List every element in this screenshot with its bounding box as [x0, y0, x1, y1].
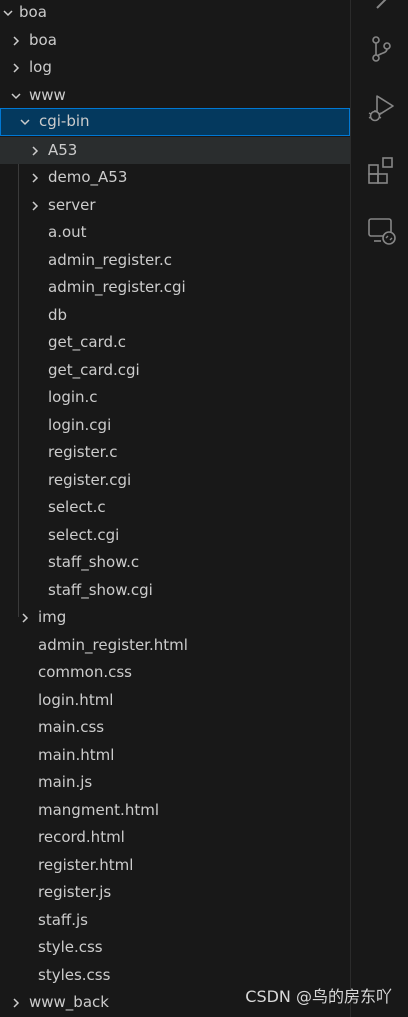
tree-item-label: register.cgi	[48, 471, 132, 489]
tree-item-label: admin_register.cgi	[48, 278, 186, 296]
tree-item-label: img	[38, 608, 67, 626]
tree-file[interactable]: login.c	[0, 384, 350, 411]
chevron-right-icon	[9, 989, 23, 1016]
tree-folder-img[interactable]: img	[0, 604, 350, 631]
remote-explorer-icon[interactable]	[367, 216, 396, 245]
tree-item-label: get_card.cgi	[48, 361, 140, 379]
tree-folder-server[interactable]: server	[0, 192, 350, 219]
tree-item-label: log	[29, 58, 52, 76]
chevron-right-icon	[18, 604, 32, 631]
tree-item-label: staff_show.cgi	[48, 581, 153, 599]
tree-item-label: register.js	[38, 883, 112, 901]
chevron-right-icon	[9, 54, 23, 81]
activity-bar	[350, 0, 408, 1017]
tree-file[interactable]: record.html	[0, 824, 350, 851]
tree-folder-www-back[interactable]: www_back	[0, 989, 350, 1016]
tree-file[interactable]: a.out	[0, 219, 350, 246]
tree-folder-cgi-bin[interactable]: cgi-bin	[0, 108, 350, 136]
tree-item-label: common.css	[38, 663, 132, 681]
tree-item-label: select.cgi	[48, 526, 120, 544]
chevron-right-icon[interactable]	[367, 0, 395, 14]
tree-item-label: staff_show.c	[48, 553, 140, 571]
extensions-icon[interactable]	[367, 156, 395, 184]
tree-file[interactable]: get_card.c	[0, 329, 350, 356]
tree-item-label: styles.css	[38, 966, 111, 984]
tree-item-label: a.out	[48, 223, 87, 241]
tree-file[interactable]: login.html	[0, 687, 350, 714]
tree-item-label: login.cgi	[48, 416, 112, 434]
tree-file[interactable]: styles.css	[0, 962, 350, 989]
tree-file[interactable]: staff.js	[0, 907, 350, 934]
tree-item-label: login.c	[48, 388, 98, 406]
tree-file[interactable]: db	[0, 302, 350, 329]
tree-folder-a53[interactable]: A53	[0, 137, 350, 164]
tree-file[interactable]: common.css	[0, 659, 350, 686]
chevron-down-icon	[18, 108, 32, 135]
tree-item-label: boa	[19, 3, 47, 21]
tree-item-label: main.html	[38, 746, 115, 764]
source-control-icon[interactable]	[367, 35, 395, 63]
tree-file[interactable]: staff_show.cgi	[0, 577, 350, 604]
tree-folder-boa-root[interactable]: boa	[0, 0, 350, 26]
tree-file[interactable]: admin_register.cgi	[0, 274, 350, 301]
tree-item-label: register.html	[38, 856, 134, 874]
tree-folder-log[interactable]: log	[0, 54, 350, 81]
tree-item-label: cgi-bin	[39, 112, 90, 130]
tree-item-label: main.js	[38, 773, 93, 791]
tree-item-label: select.c	[48, 498, 106, 516]
tree-file[interactable]: register.c	[0, 439, 350, 466]
tree-file[interactable]: mangment.html	[0, 797, 350, 824]
tree-file[interactable]: main.css	[0, 714, 350, 741]
tree-file[interactable]: main.html	[0, 742, 350, 769]
chevron-down-icon	[1, 0, 15, 26]
chevron-right-icon	[28, 137, 42, 164]
tree-folder-boa[interactable]: boa	[0, 27, 350, 54]
tree-file[interactable]: style.css	[0, 934, 350, 961]
tree-item-label: admin_register.html	[38, 636, 188, 654]
tree-item-label: A53	[48, 141, 78, 159]
watermark: CSDN @鸟的房东吖	[245, 987, 392, 1006]
file-explorer: boa boa log www cgi-	[0, 0, 350, 1016]
chevron-down-icon	[9, 82, 23, 109]
tree-folder-www[interactable]: www	[0, 82, 350, 109]
tree-file[interactable]: register.html	[0, 852, 350, 879]
tree-file[interactable]: staff_show.c	[0, 549, 350, 576]
tree-item-label: admin_register.c	[48, 251, 172, 269]
tree-item-label: get_card.c	[48, 333, 127, 351]
tree-file[interactable]: main.js	[0, 769, 350, 796]
tree-item-label: mangment.html	[38, 801, 159, 819]
tree-item-label: register.c	[48, 443, 118, 461]
tree-item-label: boa	[29, 31, 57, 49]
tree-file[interactable]: register.js	[0, 879, 350, 906]
tree-folder-demo-a53[interactable]: demo_A53	[0, 164, 350, 191]
tree-file[interactable]: login.cgi	[0, 412, 350, 439]
tree-file[interactable]: register.cgi	[0, 467, 350, 494]
tree-item-label: record.html	[38, 828, 125, 846]
tree-file[interactable]: select.c	[0, 494, 350, 521]
tree-item-label: www	[29, 86, 66, 104]
tree-file[interactable]: admin_register.html	[0, 632, 350, 659]
tree-item-label: main.css	[38, 718, 105, 736]
tree-file[interactable]: admin_register.c	[0, 247, 350, 274]
chevron-right-icon	[28, 192, 42, 219]
tree-item-label: style.css	[38, 938, 103, 956]
tree-item-label: server	[48, 196, 96, 214]
tree-item-label: www_back	[29, 993, 109, 1011]
chevron-right-icon	[28, 164, 42, 191]
tree-item-label: demo_A53	[48, 168, 128, 186]
tree-item-label: staff.js	[38, 911, 88, 929]
run-debug-icon[interactable]	[367, 94, 395, 122]
tree-file[interactable]: select.cgi	[0, 522, 350, 549]
chevron-right-icon	[9, 27, 23, 54]
tree-file[interactable]: get_card.cgi	[0, 357, 350, 384]
indent-guide	[18, 137, 19, 617]
tree-item-label: db	[48, 306, 68, 324]
tree-item-label: login.html	[38, 691, 114, 709]
